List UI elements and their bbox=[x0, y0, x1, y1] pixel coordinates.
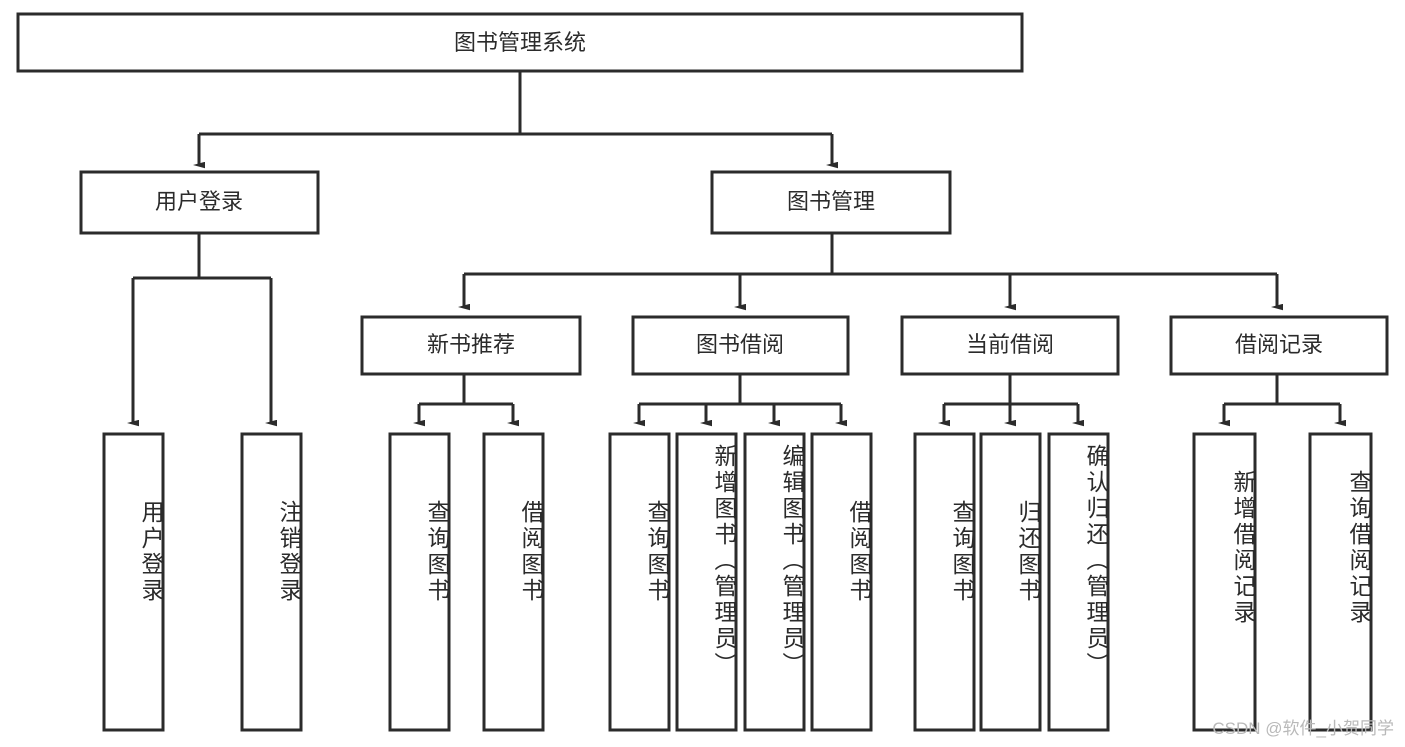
node-leaf-current-borrow-3[interactable] bbox=[1047, 432, 1110, 732]
node-borrow-record[interactable] bbox=[1169, 315, 1389, 376]
node-leaf-current-borrow-2[interactable] bbox=[979, 432, 1042, 732]
node-root-label: 图书管理系统 bbox=[454, 30, 586, 55]
node-borrow-record-label: 借阅记录 bbox=[1235, 332, 1323, 357]
node-leaf-book-borrow-1[interactable] bbox=[608, 432, 671, 732]
node-current-borrow-label: 当前借阅 bbox=[966, 332, 1054, 357]
node-book-management[interactable] bbox=[710, 170, 952, 235]
node-leaf-borrow-record-1[interactable] bbox=[1192, 432, 1257, 732]
node-leaf-book-borrow-4[interactable] bbox=[810, 432, 873, 732]
node-user-login[interactable] bbox=[79, 170, 320, 235]
node-leaf-new-book-2[interactable] bbox=[482, 432, 545, 732]
connector-group-user-login bbox=[127, 233, 277, 427]
connector-group-book-manage bbox=[458, 233, 1283, 311]
node-current-borrow[interactable] bbox=[900, 315, 1120, 376]
connector-group-borrow-record bbox=[1218, 374, 1346, 427]
node-book-management-label: 图书管理 bbox=[787, 189, 875, 214]
connector-group-new-book bbox=[413, 374, 519, 427]
node-leaf-borrow-record-2[interactable] bbox=[1308, 432, 1373, 732]
node-leaf-new-book-1[interactable] bbox=[388, 432, 451, 732]
connector-group-book-borrow bbox=[633, 374, 847, 427]
node-new-book-recommend-label: 新书推荐 bbox=[427, 332, 515, 357]
node-new-book-recommend[interactable] bbox=[360, 315, 582, 376]
connector-group-root bbox=[193, 71, 838, 169]
node-book-borrow-label: 图书借阅 bbox=[696, 332, 784, 357]
node-leaf-current-borrow-1[interactable] bbox=[913, 432, 976, 732]
csdn-watermark: CSDN @软件_小贺同学 bbox=[1212, 719, 1394, 738]
node-book-borrow[interactable] bbox=[631, 315, 850, 376]
node-root-book-management-system[interactable] bbox=[16, 12, 1024, 73]
node-leaf-user-login-2[interactable] bbox=[240, 432, 303, 732]
node-leaf-user-login-1[interactable] bbox=[102, 432, 165, 732]
node-leaf-book-borrow-3[interactable] bbox=[743, 432, 806, 732]
connector-group-current-borrow bbox=[938, 374, 1084, 427]
node-user-login-label: 用户登录 bbox=[155, 189, 243, 214]
node-leaf-book-borrow-2[interactable] bbox=[675, 432, 738, 732]
